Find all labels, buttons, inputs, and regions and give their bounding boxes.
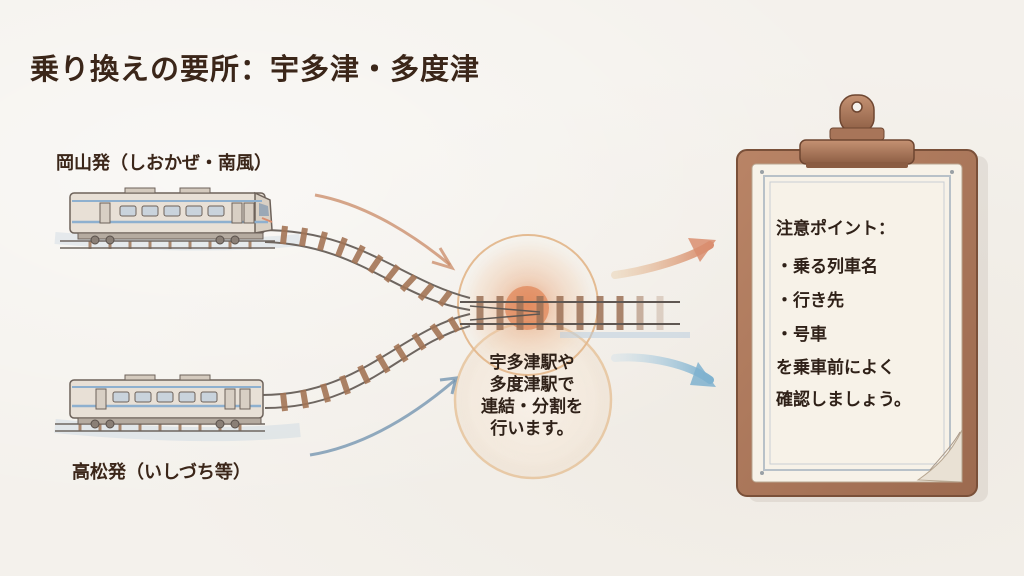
- checklist-item: ・乗る列車名: [776, 257, 878, 277]
- incoming-arrow-top: [314, 193, 451, 267]
- station-line: 多度津駅で: [489, 375, 575, 395]
- station-description: 宇多津駅や 多度津駅で 連結・分割を 行います。: [462, 352, 602, 440]
- train-top: [69, 187, 273, 245]
- track-bottom: [55, 313, 471, 432]
- clipboard-clip: [799, 94, 915, 168]
- route-label-okayama: 岡山発（しおかぜ・南風）: [56, 153, 272, 174]
- train-bottom: [69, 374, 264, 429]
- route-label-takamatsu: 高松発（いしづち等）: [72, 462, 251, 483]
- station-line: 連結・分割を: [481, 397, 583, 417]
- clipboard-note-line: を乗車前によく: [776, 358, 895, 378]
- checklist-item: ・号車: [776, 325, 827, 345]
- station-glow: [453, 234, 613, 480]
- page-title: 乗り換えの要所：宇多津・多度津: [30, 52, 481, 86]
- clipboard-note-line: 確認しましょう。: [776, 390, 911, 410]
- track-merged: [460, 296, 690, 338]
- checklist-item: ・行き先: [776, 291, 844, 311]
- station-line: 行います。: [490, 419, 574, 439]
- station-line: 宇多津駅や: [489, 353, 575, 373]
- incoming-arrow-bottom: [309, 378, 456, 457]
- clipboard-heading: 注意ポイント：: [776, 219, 895, 239]
- clipboard-content: 注意ポイント： ・乗る列車名 ・行き先 ・号車 を乗車前によく 確認しましょう。: [776, 212, 956, 416]
- clipboard: [736, 94, 988, 502]
- outgoing-arrow-upper: [611, 238, 716, 279]
- outgoing-arrow-lower: [611, 353, 716, 387]
